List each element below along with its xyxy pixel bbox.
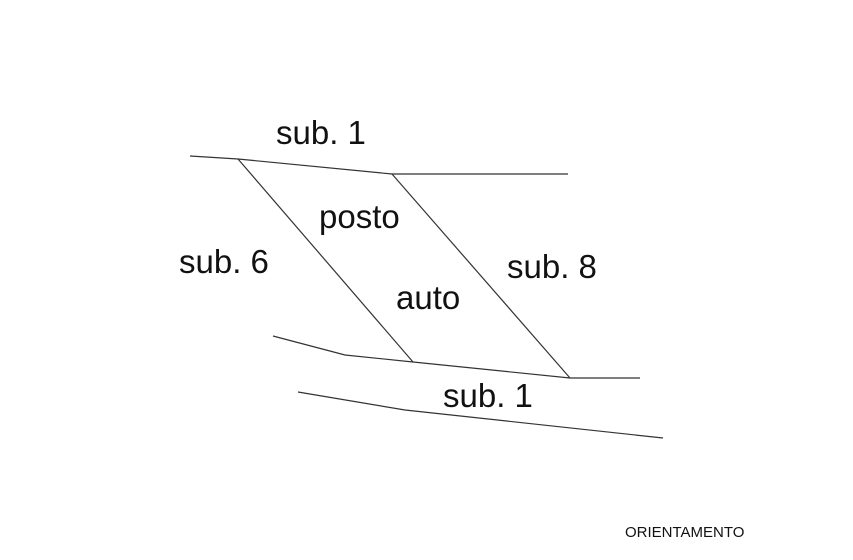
top-boundary-line <box>189 155 568 175</box>
orientamento-label: ORIENTAMENTO <box>625 524 744 541</box>
bottom-boundary-line <box>297 391 664 439</box>
label-auto: auto <box>396 279 460 316</box>
label-sub8: sub. 8 <box>507 248 597 285</box>
parking-right-edge <box>391 173 571 379</box>
label-sub6: sub. 6 <box>179 243 269 280</box>
label-sub1-bottom: sub. 1 <box>443 377 533 414</box>
label-posto: posto <box>319 198 400 235</box>
parking-left-edge <box>237 158 414 363</box>
label-sub1-top: sub. 1 <box>276 114 366 151</box>
lower-boundary-line <box>272 335 640 379</box>
